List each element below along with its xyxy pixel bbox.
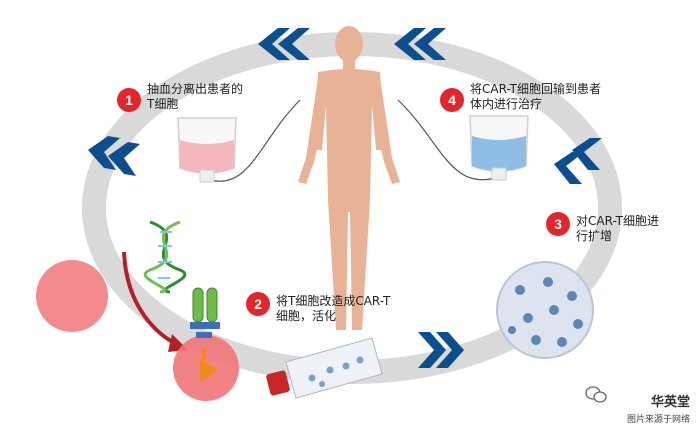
t-cell-membrane-marker xyxy=(196,332,212,338)
blood-tube xyxy=(209,99,301,182)
step-4-line-2: 体内进行治疗 xyxy=(470,97,543,111)
human-body-icon xyxy=(298,26,400,330)
chevron-icon xyxy=(418,332,464,368)
watermark-subtitle: 图片来源于网络 xyxy=(626,415,690,425)
step-4-text: 将CAR-T细胞回输到患者 体内进行治疗 xyxy=(470,82,601,112)
chevron-icon xyxy=(258,28,310,60)
car-receptor-icon xyxy=(190,287,220,329)
culture-flask-icon xyxy=(266,337,383,399)
step-1-line-2: T细胞 xyxy=(147,97,179,111)
step-1-line-1: 抽血分离出患者的 xyxy=(147,82,244,96)
t-cell-nucleus xyxy=(200,358,218,382)
target-cell xyxy=(36,260,108,332)
blood-bag-icon xyxy=(177,117,237,183)
step-1-badge: 1 xyxy=(117,88,141,112)
step-3-line-1: 对CAR-T细胞进 xyxy=(576,214,659,228)
step-2-badge: 2 xyxy=(246,292,270,316)
watermark-title: 华英堂 xyxy=(650,395,690,410)
petri-dish-icon xyxy=(496,261,594,359)
wechat-icon xyxy=(585,386,607,403)
infusion-tube xyxy=(397,99,496,181)
step-3-line-2: 行扩增 xyxy=(576,229,613,243)
infusion-bag-icon xyxy=(469,115,529,181)
step-4-line-1: 将CAR-T细胞回输到患者 xyxy=(470,82,601,96)
transduction-arrow xyxy=(122,251,177,346)
step-4-badge: 4 xyxy=(440,88,464,112)
chevron-icon xyxy=(554,138,602,184)
chevron-icon xyxy=(394,28,446,60)
step-2-line-1: 将T细胞改造成CAR-T xyxy=(276,294,391,308)
step-2-line-2: 细胞，活化 xyxy=(276,309,337,323)
watermark: 华英堂 图片来源于网络 xyxy=(627,391,690,425)
chevron-icon xyxy=(88,136,140,176)
dna-icon xyxy=(143,220,187,294)
step-3-badge: 3 xyxy=(546,212,570,236)
step-1-text: 抽血分离出患者的 T细胞 xyxy=(147,82,243,112)
step-3-text: 对CAR-T细胞进 行扩增 xyxy=(576,214,659,244)
step-2-text: 将T细胞改造成CAR-T 细胞，活化 xyxy=(276,294,390,324)
